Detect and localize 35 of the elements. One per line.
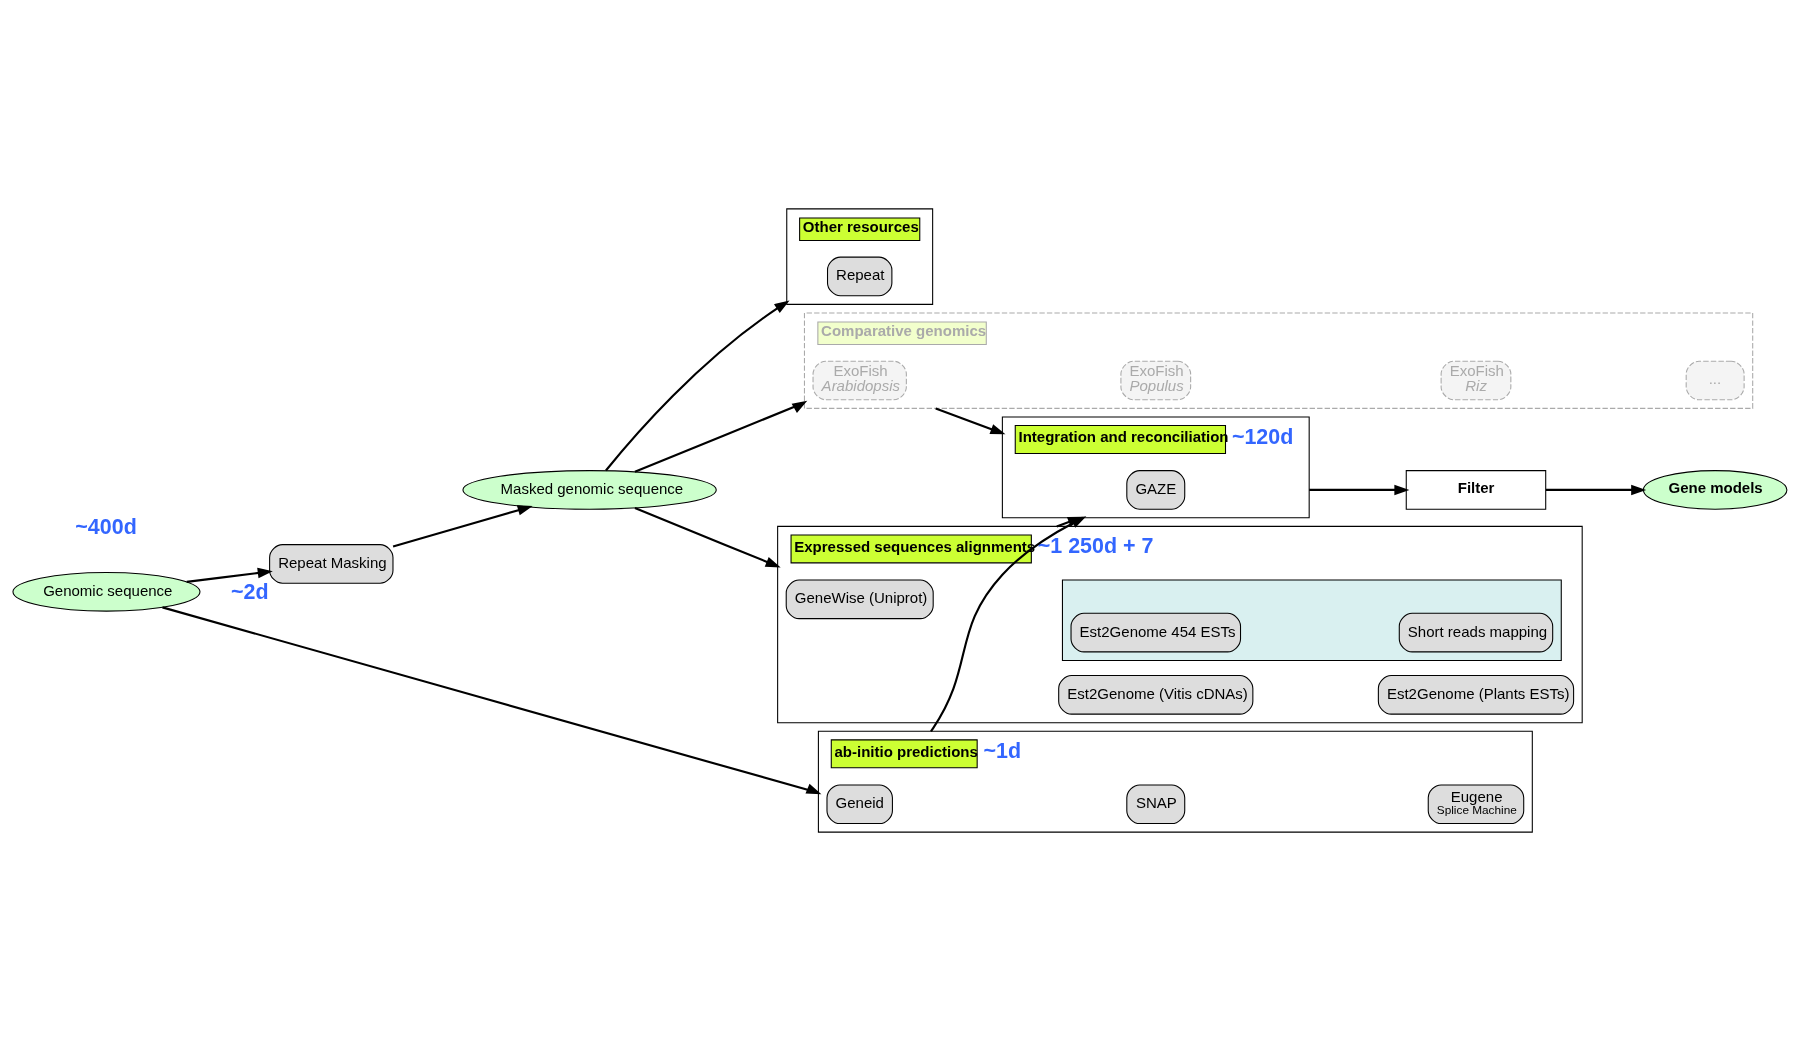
node-box: Est2Genome 454 ESTs (1070, 612, 1242, 652)
node-label: ~1d (983, 738, 1022, 763)
node-box: ExoFish Populus (1120, 360, 1192, 400)
cluster (1061, 579, 1562, 661)
node-box: Geneid (826, 783, 893, 824)
node-box: Repeat Masking (269, 543, 394, 584)
node-box: ... (1685, 360, 1745, 400)
node-label: ~120d (1231, 424, 1294, 449)
node-box: Filter (1405, 469, 1547, 510)
arrow (186, 567, 273, 583)
arrow (605, 299, 790, 471)
node-box: Short reads mapping (1398, 612, 1554, 652)
arrow (634, 400, 808, 473)
node-ellipse: Masked genomic sequence (462, 469, 717, 510)
arrow (1545, 484, 1647, 495)
node-box: ExoFish Arabidopsis (812, 360, 907, 400)
arrow (1056, 516, 1083, 527)
node-box: Eugene Splice Machine (1427, 783, 1525, 824)
node-box: GeneWise (Uniprot) (785, 579, 934, 619)
node-box: Repeat (827, 256, 893, 296)
node-box: ExoFish Riz (1440, 360, 1512, 400)
node-box: GAZE (1126, 469, 1186, 510)
node-label: ~1 250d + 7 (1037, 533, 1154, 558)
arrow (162, 605, 822, 794)
arrow (634, 506, 781, 567)
node-box: Est2Genome (Plants ESTs) (1377, 674, 1575, 715)
node-ellipse: Gene models (1642, 469, 1788, 510)
node-label: ~2d (231, 579, 269, 604)
arrow (392, 504, 533, 547)
arrow (1309, 484, 1410, 495)
node-box: SNAP (1126, 783, 1186, 824)
node-box: Est2Genome (Vitis cDNAs) (1058, 674, 1254, 715)
node-ellipse: Genomic sequence (12, 571, 201, 612)
label: ~400d (75, 514, 137, 539)
arrow (935, 406, 1006, 434)
